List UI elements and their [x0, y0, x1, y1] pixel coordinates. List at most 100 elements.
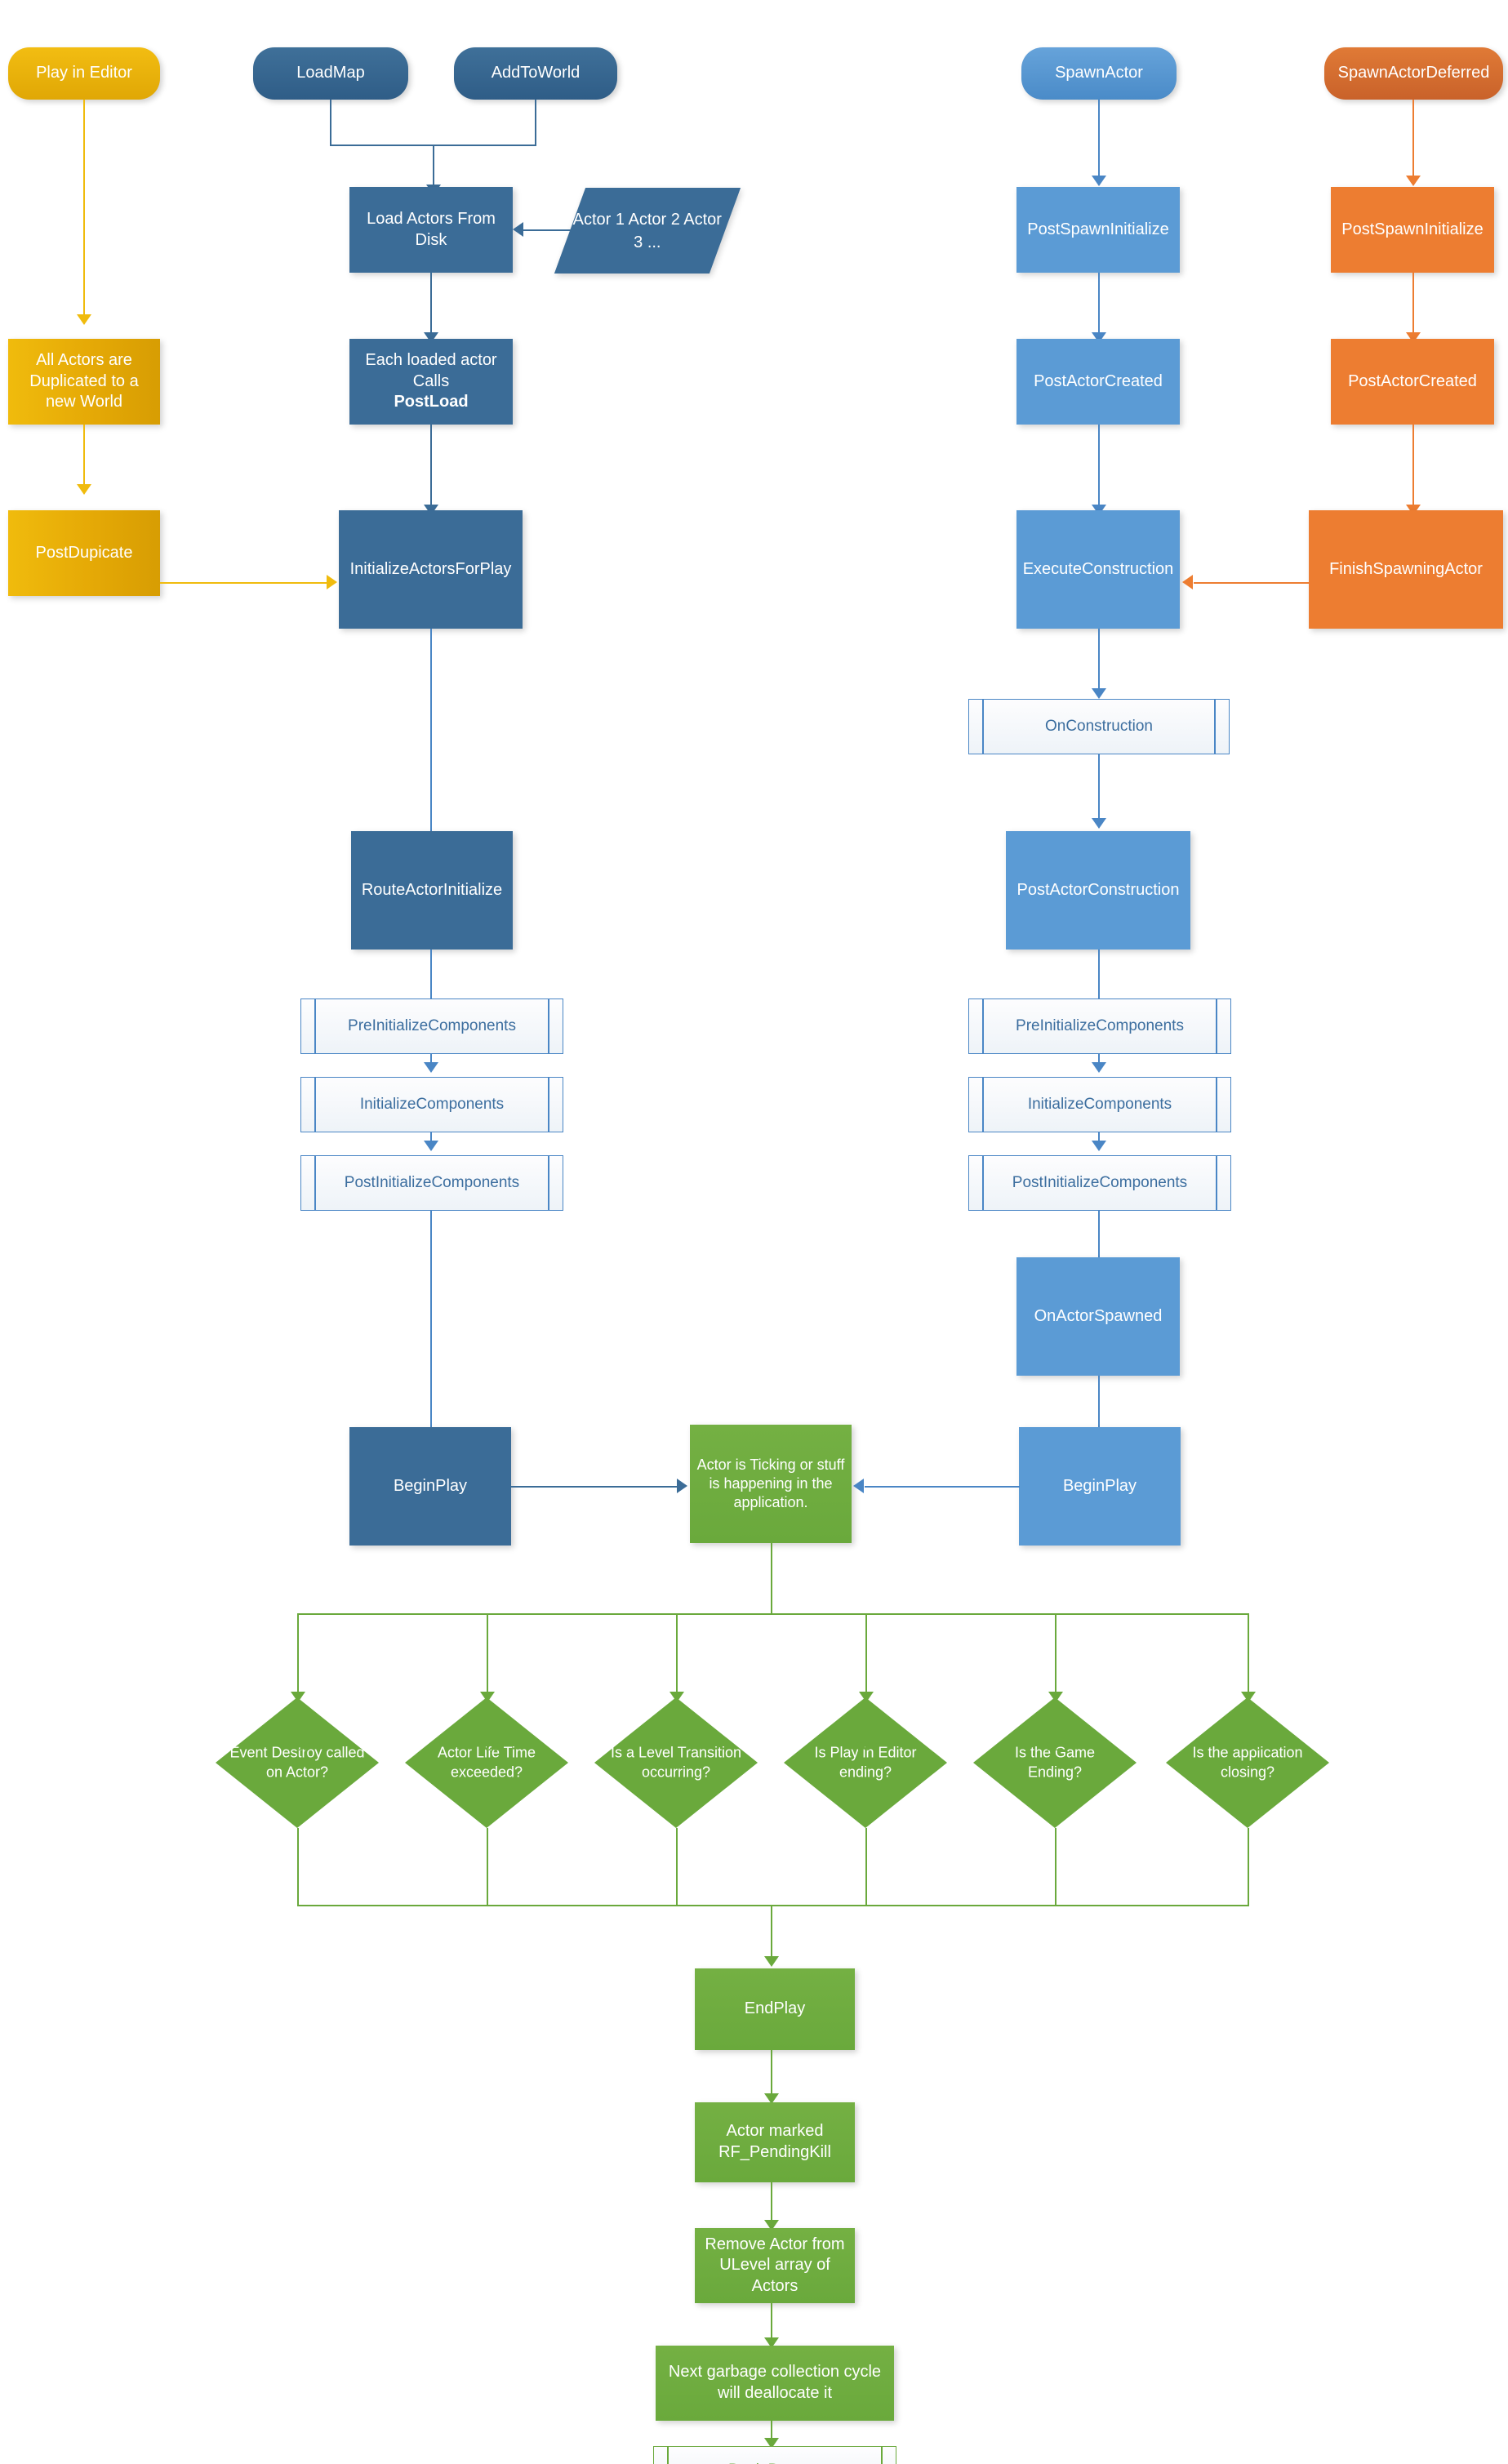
- node-end-play-box[interactable]: EndPlay: [695, 1968, 855, 2050]
- edge-loaddisk-to-postload: [430, 273, 432, 334]
- decision-application-closing[interactable]: Is the application closing?: [1166, 1697, 1329, 1828]
- node-post-initialize-components-left-label: PostInitializeComponents: [344, 1174, 520, 1191]
- postload-prefix: Each loaded actor Calls: [365, 351, 497, 390]
- node-actor-marked-pendingkill[interactable]: Actor marked RF_PendingKill: [695, 2102, 855, 2182]
- edge-yes-stem-3: [676, 1828, 678, 1906]
- node-begin-play-left[interactable]: BeginPlay: [349, 1427, 511, 1546]
- edge-bus-drop-6: [1248, 1613, 1249, 1695]
- edge-pendingkill-to-removeactor: [771, 2182, 772, 2222]
- node-post-actor-construction[interactable]: PostActorConstruction: [1006, 831, 1190, 950]
- node-next-gc-cycle[interactable]: Next garbage collection cycle will deall…: [656, 2346, 894, 2421]
- node-actor-marked-pendingkill-label: Actor marked RF_PendingKill: [718, 2122, 831, 2161]
- edge-executeconstruction-to-onconstruction: [1098, 629, 1100, 690]
- node-play-in-editor[interactable]: Play in Editor: [8, 47, 160, 100]
- node-begin-destroy[interactable]: BeginDestroy: [653, 2446, 896, 2464]
- decision-game-ending[interactable]: Is the Game Ending?: [973, 1697, 1137, 1828]
- node-post-actor-construction-label: PostActorConstruction: [1016, 880, 1180, 899]
- node-post-initialize-components-right[interactable]: PostInitializeComponents: [968, 1155, 1231, 1211]
- node-all-actors-duplicated-label: All Actors are Duplicated to a new World: [29, 351, 139, 411]
- node-on-construction-label: OnConstruction: [1044, 718, 1153, 735]
- node-post-initialize-components-right-label: PostInitializeComponents: [1012, 1174, 1188, 1191]
- edge-bus-to-endplay: [771, 1905, 772, 1958]
- edge-routeactorinit-to-preinit-left: [430, 950, 432, 1011]
- edge-postdupicate-to-initactors: [160, 582, 328, 584]
- decision-event-destroy-label: Event Destroy called on Actor?: [229, 1744, 365, 1781]
- node-initialize-actors-for-play[interactable]: InitializeActorsForPlay: [339, 510, 523, 629]
- arrowhead-removeactor-to-gc: [764, 2337, 779, 2348]
- edge-bus-drop-3: [676, 1613, 678, 1695]
- node-pre-initialize-components-left-label: PreInitializeComponents: [348, 1017, 516, 1034]
- node-execute-construction-label: ExecuteConstruction: [1022, 559, 1174, 578]
- node-route-actor-initialize[interactable]: RouteActorInitialize: [351, 831, 513, 950]
- node-on-actor-spawned[interactable]: OnActorSpawned: [1016, 1257, 1180, 1376]
- node-spawn-actor-deferred-label: SpawnActorDeferred: [1337, 64, 1490, 82]
- node-post-spawn-initialize-blue[interactable]: PostSpawnInitialize: [1016, 187, 1180, 273]
- subprocess-left-bar-postinit-right: [982, 1156, 984, 1210]
- node-all-actors-duplicated[interactable]: All Actors are Duplicated to a new World: [8, 339, 160, 425]
- node-each-loaded-actor-postload[interactable]: Each loaded actor Calls PostLoad: [349, 339, 513, 425]
- edge-initactors-to-routeactorinit: [430, 629, 432, 910]
- node-initialize-components-right-label: InitializeComponents: [1027, 1096, 1172, 1113]
- node-load-map[interactable]: LoadMap: [253, 47, 408, 100]
- node-begin-play-right[interactable]: BeginPlay: [1019, 1427, 1181, 1546]
- node-load-actors-from-disk[interactable]: Load Actors From Disk: [349, 187, 513, 273]
- node-execute-construction[interactable]: ExecuteConstruction: [1016, 510, 1180, 629]
- node-spawn-actor-deferred[interactable]: SpawnActorDeferred: [1324, 47, 1503, 100]
- node-initialize-components-right[interactable]: InitializeComponents: [968, 1077, 1231, 1132]
- decision-application-closing-label: Is the application closing?: [1192, 1744, 1303, 1781]
- node-post-spawn-initialize-orange[interactable]: PostSpawnInitialize: [1331, 187, 1494, 273]
- arrowhead-bus-drop-6: [1241, 1692, 1256, 1702]
- actor-list-line-4: ...: [647, 233, 661, 251]
- node-play-in-editor-label: Play in Editor: [36, 64, 132, 82]
- node-post-spawn-initialize-blue-label: PostSpawnInitialize: [1027, 220, 1169, 238]
- edge-init-to-postinit-left: [430, 1132, 432, 1146]
- node-post-actor-created-blue[interactable]: PostActorCreated: [1016, 339, 1180, 425]
- edge-decision-bus-bottom: [297, 1905, 1249, 1906]
- arrowhead-actorlist-to-loaddisk: [513, 222, 523, 237]
- decision-level-transition[interactable]: Is a Level Transition occurring?: [594, 1697, 758, 1828]
- node-pre-initialize-components-right[interactable]: PreInitializeComponents: [968, 998, 1231, 1054]
- node-add-to-world[interactable]: AddToWorld: [454, 47, 617, 100]
- edge-actorlist-to-loaddisk: [523, 229, 596, 231]
- node-on-actor-spawned-label: OnActorSpawned: [1034, 1306, 1163, 1325]
- edge-yes-stem-2: [487, 1828, 488, 1906]
- edge-onactorspawned-to-beginplay-right: [1098, 1376, 1100, 1431]
- actor-list-line-1: Actor 1: [572, 210, 625, 229]
- decision-event-destroy[interactable]: Event Destroy called on Actor?: [216, 1697, 379, 1828]
- arrowhead-gc-to-begindestroy: [764, 2438, 779, 2448]
- decision-actor-life-time-label: Actor Life Time exceeded?: [437, 1744, 536, 1781]
- node-post-actor-created-orange[interactable]: PostActorCreated: [1331, 339, 1494, 425]
- node-post-initialize-components-left[interactable]: PostInitializeComponents: [300, 1155, 563, 1211]
- arrowhead-bus-drop-3: [669, 1692, 684, 1702]
- decision-play-in-editor-ending[interactable]: Is Play in Editor ending?: [784, 1697, 947, 1828]
- subprocess-right-bar-begindestroy: [881, 2447, 883, 2464]
- node-finish-spawning-actor[interactable]: FinishSpawningActor: [1309, 510, 1503, 629]
- node-post-dupicate[interactable]: PostDupicate: [8, 510, 160, 596]
- node-actor-is-ticking-label: Actor is Ticking or stuff is happening i…: [696, 1456, 845, 1511]
- edge-yes-stem-6: [1248, 1828, 1249, 1906]
- node-actor-is-ticking[interactable]: Actor is Ticking or stuff is happening i…: [690, 1425, 852, 1543]
- node-initialize-components-left[interactable]: InitializeComponents: [300, 1077, 563, 1132]
- edge-decision-bus-top: [297, 1613, 1249, 1615]
- edge-postinit-right-to-onactorspawned: [1098, 1211, 1100, 1272]
- decision-actor-life-time[interactable]: Actor Life Time exceeded?: [405, 1697, 568, 1828]
- node-begin-destroy-label: BeginDestroy: [728, 2462, 821, 2464]
- edge-postload-to-initactors: [430, 425, 432, 506]
- arrowhead-preinit-to-init-left: [424, 1062, 438, 1073]
- edge-duplicate-to-postdupicate: [83, 425, 85, 486]
- arrowhead-bus-drop-2: [480, 1692, 495, 1702]
- arrowhead-beginplay-left-to-ticking: [677, 1479, 687, 1493]
- node-each-loaded-actor-postload-label: Each loaded actor Calls PostLoad: [354, 350, 508, 413]
- decision-play-in-editor-ending-label: Is Play in Editor ending?: [814, 1744, 917, 1781]
- node-remove-actor-from-ulevel[interactable]: Remove Actor from ULevel array of Actors: [695, 2228, 855, 2303]
- node-spawn-actor[interactable]: SpawnActor: [1021, 47, 1177, 100]
- decision-game-ending-label: Is the Game Ending?: [1014, 1744, 1096, 1781]
- node-post-actor-created-orange-label: PostActorCreated: [1348, 371, 1477, 390]
- node-post-dupicate-label: PostDupicate: [35, 543, 133, 562]
- subprocess-right-bar-postinit-right: [1216, 1156, 1217, 1210]
- decision-level-transition-label: Is a Level Transition occurring?: [610, 1744, 742, 1781]
- node-on-construction[interactable]: OnConstruction: [968, 699, 1230, 754]
- node-pre-initialize-components-left[interactable]: PreInitializeComponents: [300, 998, 563, 1054]
- node-post-spawn-initialize-orange-label: PostSpawnInitialize: [1341, 220, 1484, 238]
- edge-label-yes-2: Yes: [474, 1737, 500, 1755]
